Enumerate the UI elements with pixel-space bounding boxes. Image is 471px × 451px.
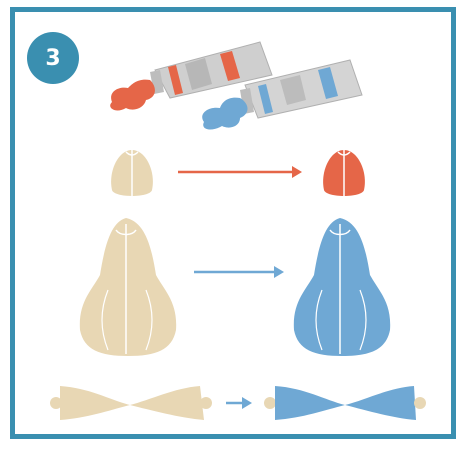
arrow-right-icon: [178, 166, 302, 178]
hat-cream: [111, 150, 153, 196]
hat-orange: [323, 150, 365, 196]
scarf-blue: [264, 386, 426, 420]
arrow-right-icon: [226, 397, 252, 409]
cloak-blue: [294, 218, 390, 356]
cloak-cream: [80, 218, 176, 356]
arrow-right-icon: [194, 266, 284, 278]
paint-splat-icon: [202, 98, 247, 130]
scarf-cream: [50, 386, 212, 420]
paint-splat-icon: [110, 80, 155, 111]
